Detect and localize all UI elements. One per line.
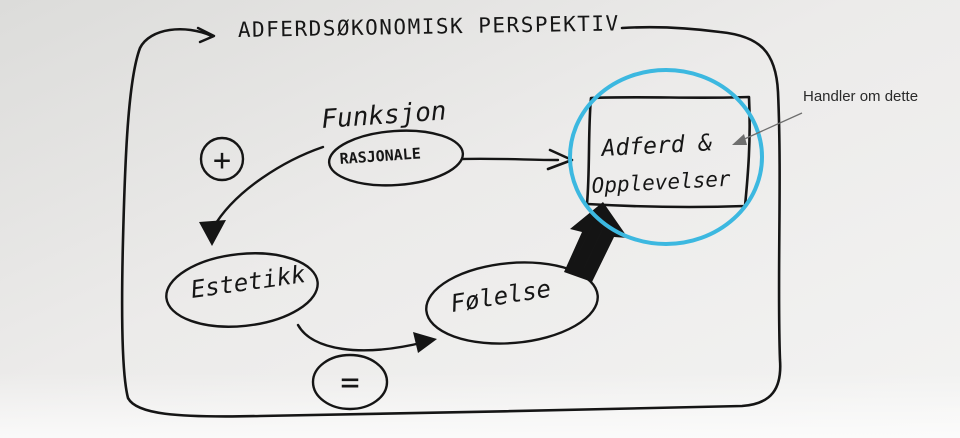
equals-symbol: = [340, 363, 359, 401]
folelse-ellipse [425, 261, 599, 345]
arrow-to-folelse [296, 323, 427, 352]
arrow-to-adferd [460, 157, 560, 162]
estetikk-ellipse [165, 252, 319, 328]
arrow-to-estetikk [211, 145, 325, 230]
plus-circle [199, 136, 245, 182]
highlight-circle [568, 68, 764, 246]
rasjonale-ellipse [327, 129, 465, 187]
adferd-label-line1: Adferd & [599, 130, 713, 162]
plus-symbol: + [213, 143, 231, 178]
rasjonale-label: RASJONALE [339, 144, 421, 168]
outer-frame [120, 25, 782, 418]
annotation-arrow [739, 112, 803, 142]
annotation-arrow-head [732, 134, 747, 145]
equals-circle [311, 353, 389, 411]
arrow-to-estetikk-head [199, 220, 226, 246]
frame-pen-hook [196, 26, 216, 44]
arrow-to-folelse-head [413, 332, 437, 353]
annotation-label: Handler om dette [803, 88, 919, 105]
thick-arrow-hatching [573, 225, 613, 271]
